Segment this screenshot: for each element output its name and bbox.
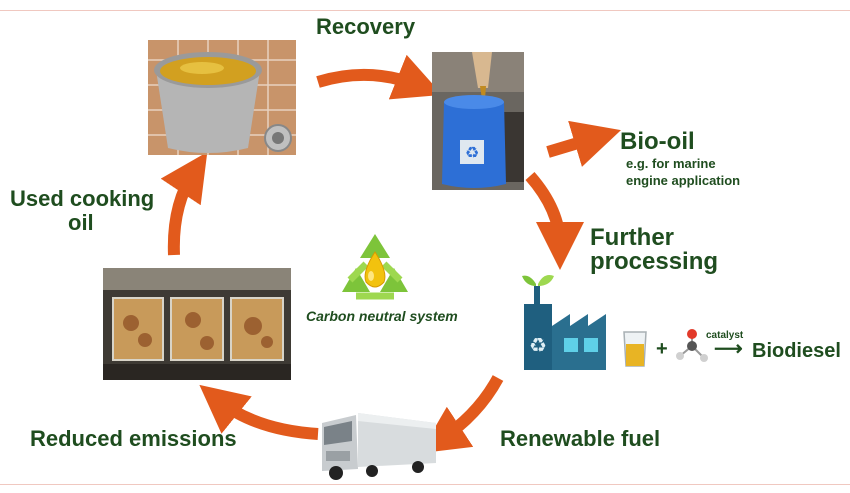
fryer-baskets-image — [103, 268, 291, 380]
plus-sign: + — [656, 338, 668, 360]
bio-oil-label: Bio-oil — [620, 128, 695, 155]
top-rule — [0, 10, 850, 11]
further-processing-line-1: Further — [590, 224, 674, 251]
arrow-reduced-emissions — [199, 384, 319, 440]
arrow-renewable-fuel — [419, 375, 504, 454]
arrow-used-oil — [160, 152, 208, 256]
molecule-icon — [672, 326, 712, 368]
recycle-icon — [336, 230, 414, 304]
truck-icon — [318, 405, 438, 481]
bio-oil-note-line-1: e.g. for marine — [626, 156, 716, 171]
further-processing-line-2: processing — [590, 248, 719, 275]
used-cooking-oil-line-1: Used cooking — [10, 186, 155, 211]
svg-text:♻: ♻ — [529, 333, 547, 357]
svg-text:♻: ♻ — [465, 143, 479, 162]
beaker-icon — [620, 328, 650, 368]
reduced-emissions-label: Reduced emissions — [30, 426, 237, 451]
recovery-barrel-image: ♻ — [432, 52, 524, 190]
biodiesel-label: Biodiesel — [752, 340, 841, 362]
arrow-further-processing — [525, 172, 584, 270]
carbon-neutral-label: Carbon neutral system — [306, 308, 458, 324]
arrow-bio-oil — [546, 120, 621, 167]
catalyst-label: catalyst — [706, 330, 744, 341]
bottom-rule — [0, 484, 850, 485]
bio-oil-note-line-2: engine application — [626, 173, 741, 188]
used-cooking-oil-line-2: oil — [68, 210, 94, 235]
renewable-fuel-label: Renewable fuel — [500, 426, 661, 451]
reaction-arrow: ⟶ — [714, 338, 743, 360]
factory-icon: ♻ — [508, 272, 608, 372]
recovery-label: Recovery — [316, 14, 416, 39]
used-oil-pot-image — [148, 40, 296, 155]
arrow-recovery — [316, 54, 443, 100]
